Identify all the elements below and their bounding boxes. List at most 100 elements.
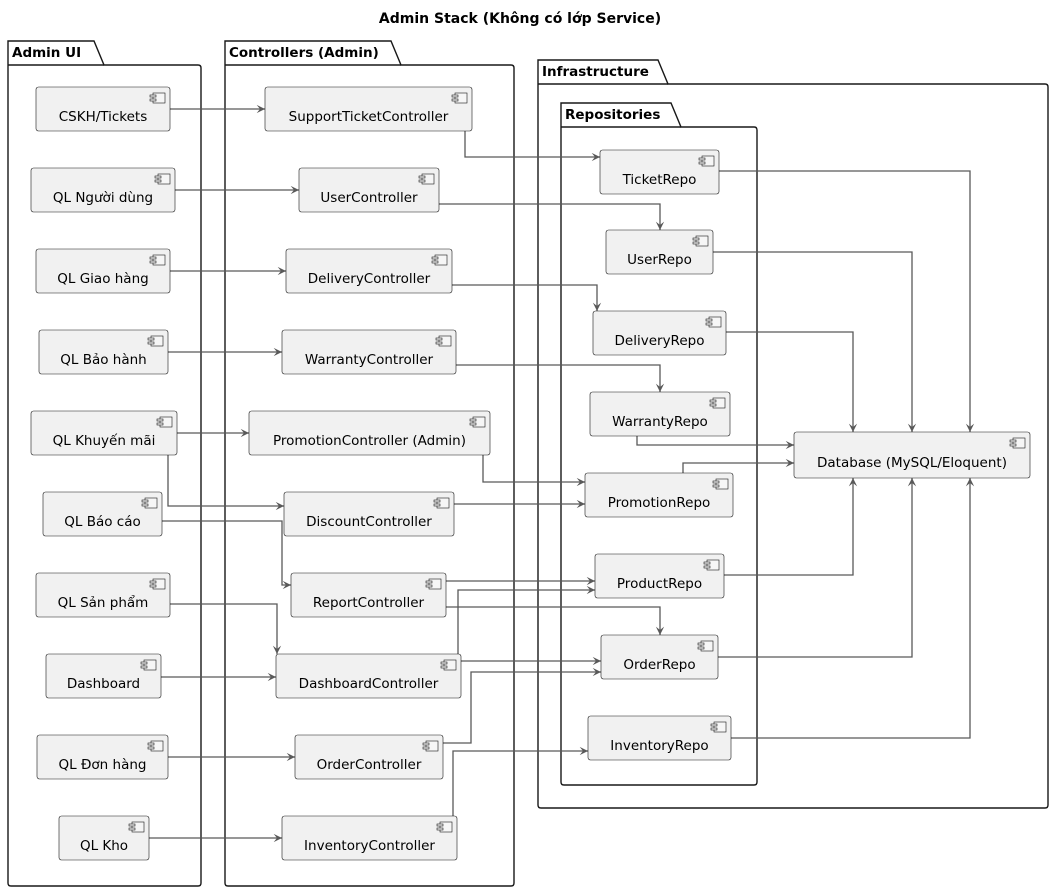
component-inventory-repo: InventoryRepo — [587, 715, 732, 761]
component-label: QL Kho — [80, 838, 128, 854]
component-box — [589, 391, 731, 437]
component-ql-kho: QL Kho — [58, 815, 150, 861]
component-box — [35, 86, 171, 132]
component-icon — [147, 740, 164, 752]
component-support-ticket-controller: SupportTicketController — [264, 86, 473, 132]
package-label: Admin UI — [12, 45, 81, 61]
component-label: DeliveryRepo — [615, 333, 705, 349]
component-box — [283, 491, 455, 537]
package-label: Infrastructure — [542, 64, 649, 80]
component-cskh: CSKH/Tickets — [35, 86, 171, 132]
edge-product-repo-to-database — [724, 478, 858, 576]
component-box — [35, 572, 171, 618]
component-box — [793, 431, 1031, 479]
package-frame — [560, 102, 758, 786]
package-repositories: Repositories — [560, 102, 758, 786]
component-box — [298, 167, 440, 213]
edge-dashboard-controller-to-product-repo — [457, 585, 595, 654]
component-database: Database (MySQL/Eloquent) — [793, 431, 1031, 479]
component-box — [599, 149, 720, 195]
edge-delivery-repo-to-database — [726, 331, 858, 432]
edge-order-controller-to-order-repo — [443, 667, 601, 744]
component-icon — [469, 416, 486, 428]
component-order-controller: OrderController — [294, 734, 444, 780]
component-dashboard-controller: DashboardController — [275, 653, 462, 699]
component-icon — [705, 316, 722, 328]
component-icon — [128, 821, 145, 833]
edge-ql-san-pham-to-dashboard-controller — [170, 603, 282, 654]
component-icon — [149, 578, 166, 590]
component-box — [58, 815, 150, 861]
component-label: OrderController — [317, 757, 422, 773]
edge-warranty-repo-to-database — [636, 436, 794, 450]
component-promotion-repo: PromotionRepo — [584, 472, 734, 518]
edge-delivery-controller-to-delivery-repo — [452, 284, 602, 311]
edge-ql-khuyen-mai-to-discount-controller — [167, 455, 284, 511]
component-label: InventoryRepo — [610, 738, 708, 754]
component-box — [36, 734, 169, 780]
component-box — [30, 167, 176, 213]
component-icon — [710, 721, 727, 733]
component-icon — [433, 497, 450, 509]
edge-inventory-controller-to-inventory-repo — [452, 746, 588, 816]
component-label: TicketRepo — [622, 172, 697, 188]
component-box — [587, 715, 732, 761]
edge-ticket-repo-to-database — [719, 170, 975, 432]
diagram-title: Admin Stack (Không có lớp Service) — [379, 11, 661, 27]
edge-order-repo-to-database — [718, 478, 917, 658]
component-icon — [425, 578, 442, 590]
component-label: PromotionRepo — [608, 495, 711, 511]
component-delivery-controller: DeliveryController — [285, 248, 453, 294]
component-box — [248, 410, 491, 456]
component-box — [605, 229, 714, 275]
component-icon — [1009, 437, 1026, 449]
component-label: DiscountController — [306, 514, 432, 530]
component-icon — [431, 254, 448, 266]
component-icon — [451, 92, 468, 104]
package-frame — [537, 59, 1049, 809]
component-icon — [712, 478, 729, 490]
component-box — [38, 329, 169, 375]
component-box — [584, 472, 734, 518]
edge-user-controller-to-user-repo — [439, 203, 665, 230]
component-icon — [709, 397, 726, 409]
component-ql-don-hang: QL Đơn hàng — [36, 734, 169, 780]
package-frame — [224, 40, 515, 887]
component-icon — [692, 235, 709, 247]
edge-ql-bao-cao-to-report-controller — [162, 520, 291, 590]
edge-inventory-repo-to-database — [731, 478, 975, 739]
packages: Admin UI Controllers (Admin) Infrastructur… — [7, 40, 1049, 887]
component-label: CSKH/Tickets — [59, 109, 148, 125]
component-box — [281, 329, 457, 375]
component-icon — [422, 740, 439, 752]
component-box — [30, 410, 178, 456]
component-ql-nguoi-dung: QL Người dùng — [30, 167, 176, 213]
component-label: QL Báo cáo — [64, 514, 140, 530]
component-label: UserController — [320, 190, 418, 206]
component-ql-bao-hanh: QL Bảo hành — [38, 329, 169, 375]
component-icon — [435, 335, 452, 347]
component-box — [275, 653, 462, 699]
component-warranty-controller: WarrantyController — [281, 329, 457, 375]
component-report-controller: ReportController — [290, 572, 447, 618]
component-icon — [149, 254, 166, 266]
component-delivery-repo: DeliveryRepo — [592, 310, 727, 356]
component-promotion-controller: PromotionController (Admin) — [248, 410, 491, 456]
package-controllers: Controllers (Admin) — [224, 40, 515, 887]
component-icon — [440, 659, 457, 671]
component-box — [42, 491, 163, 537]
package-infrastructure: Infrastructure — [537, 59, 1049, 809]
component-label: QL Bảo hành — [60, 352, 146, 368]
component-box — [281, 815, 458, 861]
component-box — [294, 734, 444, 780]
edge-promotion-controller-to-promotion-repo — [482, 455, 585, 487]
component-inventory-controller: InventoryController — [281, 815, 458, 861]
component-label: Database (MySQL/Eloquent) — [817, 455, 1007, 471]
component-label: OrderRepo — [623, 657, 695, 673]
component-icon — [436, 821, 453, 833]
component-label: WarrantyRepo — [612, 414, 708, 430]
component-icon — [154, 173, 171, 185]
edge-promotion-repo-to-database — [682, 458, 794, 473]
component-label: SupportTicketController — [289, 109, 449, 125]
